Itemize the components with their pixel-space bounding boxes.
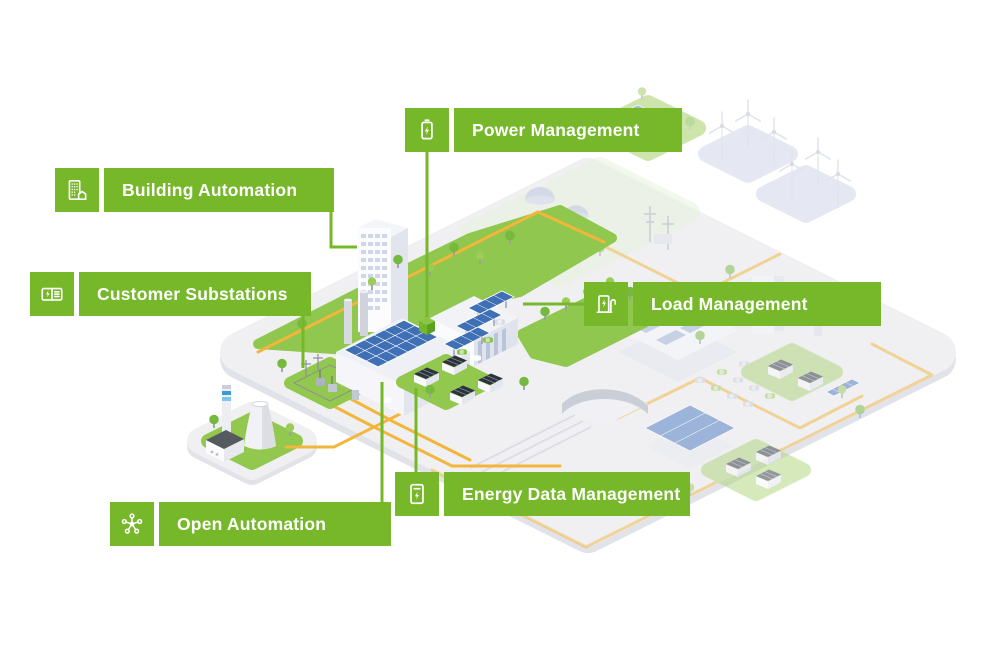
label-open-automation[interactable]: Open Automation — [110, 502, 391, 546]
label-text: Customer Substations — [79, 272, 311, 316]
label-building-automation[interactable]: Building Automation — [55, 168, 334, 212]
label-text: Power Management — [454, 108, 682, 152]
battery-charge-icon — [405, 108, 449, 152]
label-energy-data-management[interactable]: Energy Data Management — [395, 472, 690, 516]
label-power-management[interactable]: Power Management — [405, 108, 682, 152]
label-customer-substations[interactable]: Customer Substations — [30, 272, 311, 316]
substation-meter-icon — [30, 272, 74, 316]
power-controller-cube — [419, 317, 435, 335]
connector-building-automation — [329, 212, 357, 249]
ev-charger-icon — [584, 282, 628, 326]
suburb-houses — [561, 227, 865, 501]
power-plant — [206, 385, 295, 462]
commercial-building — [618, 300, 738, 382]
building-icon — [55, 168, 99, 212]
callout-connectors — [301, 152, 584, 502]
label-text: Energy Data Management — [444, 472, 690, 516]
solar-houses — [396, 354, 504, 410]
label-text: Open Automation — [159, 502, 391, 546]
energy-meter-icon — [395, 472, 439, 516]
striped-chimney — [222, 385, 231, 447]
network-nodes-icon — [110, 502, 154, 546]
label-load-management[interactable]: Load Management — [584, 282, 881, 326]
plant-building — [206, 430, 244, 462]
transmission-substation — [644, 206, 674, 250]
wind-turbines — [698, 99, 856, 223]
label-text: Building Automation — [104, 168, 334, 212]
label-text: Load Management — [633, 282, 881, 326]
warehouse-with-solar-roof — [644, 404, 736, 469]
cooling-tower — [244, 400, 276, 450]
train-station — [562, 386, 648, 426]
